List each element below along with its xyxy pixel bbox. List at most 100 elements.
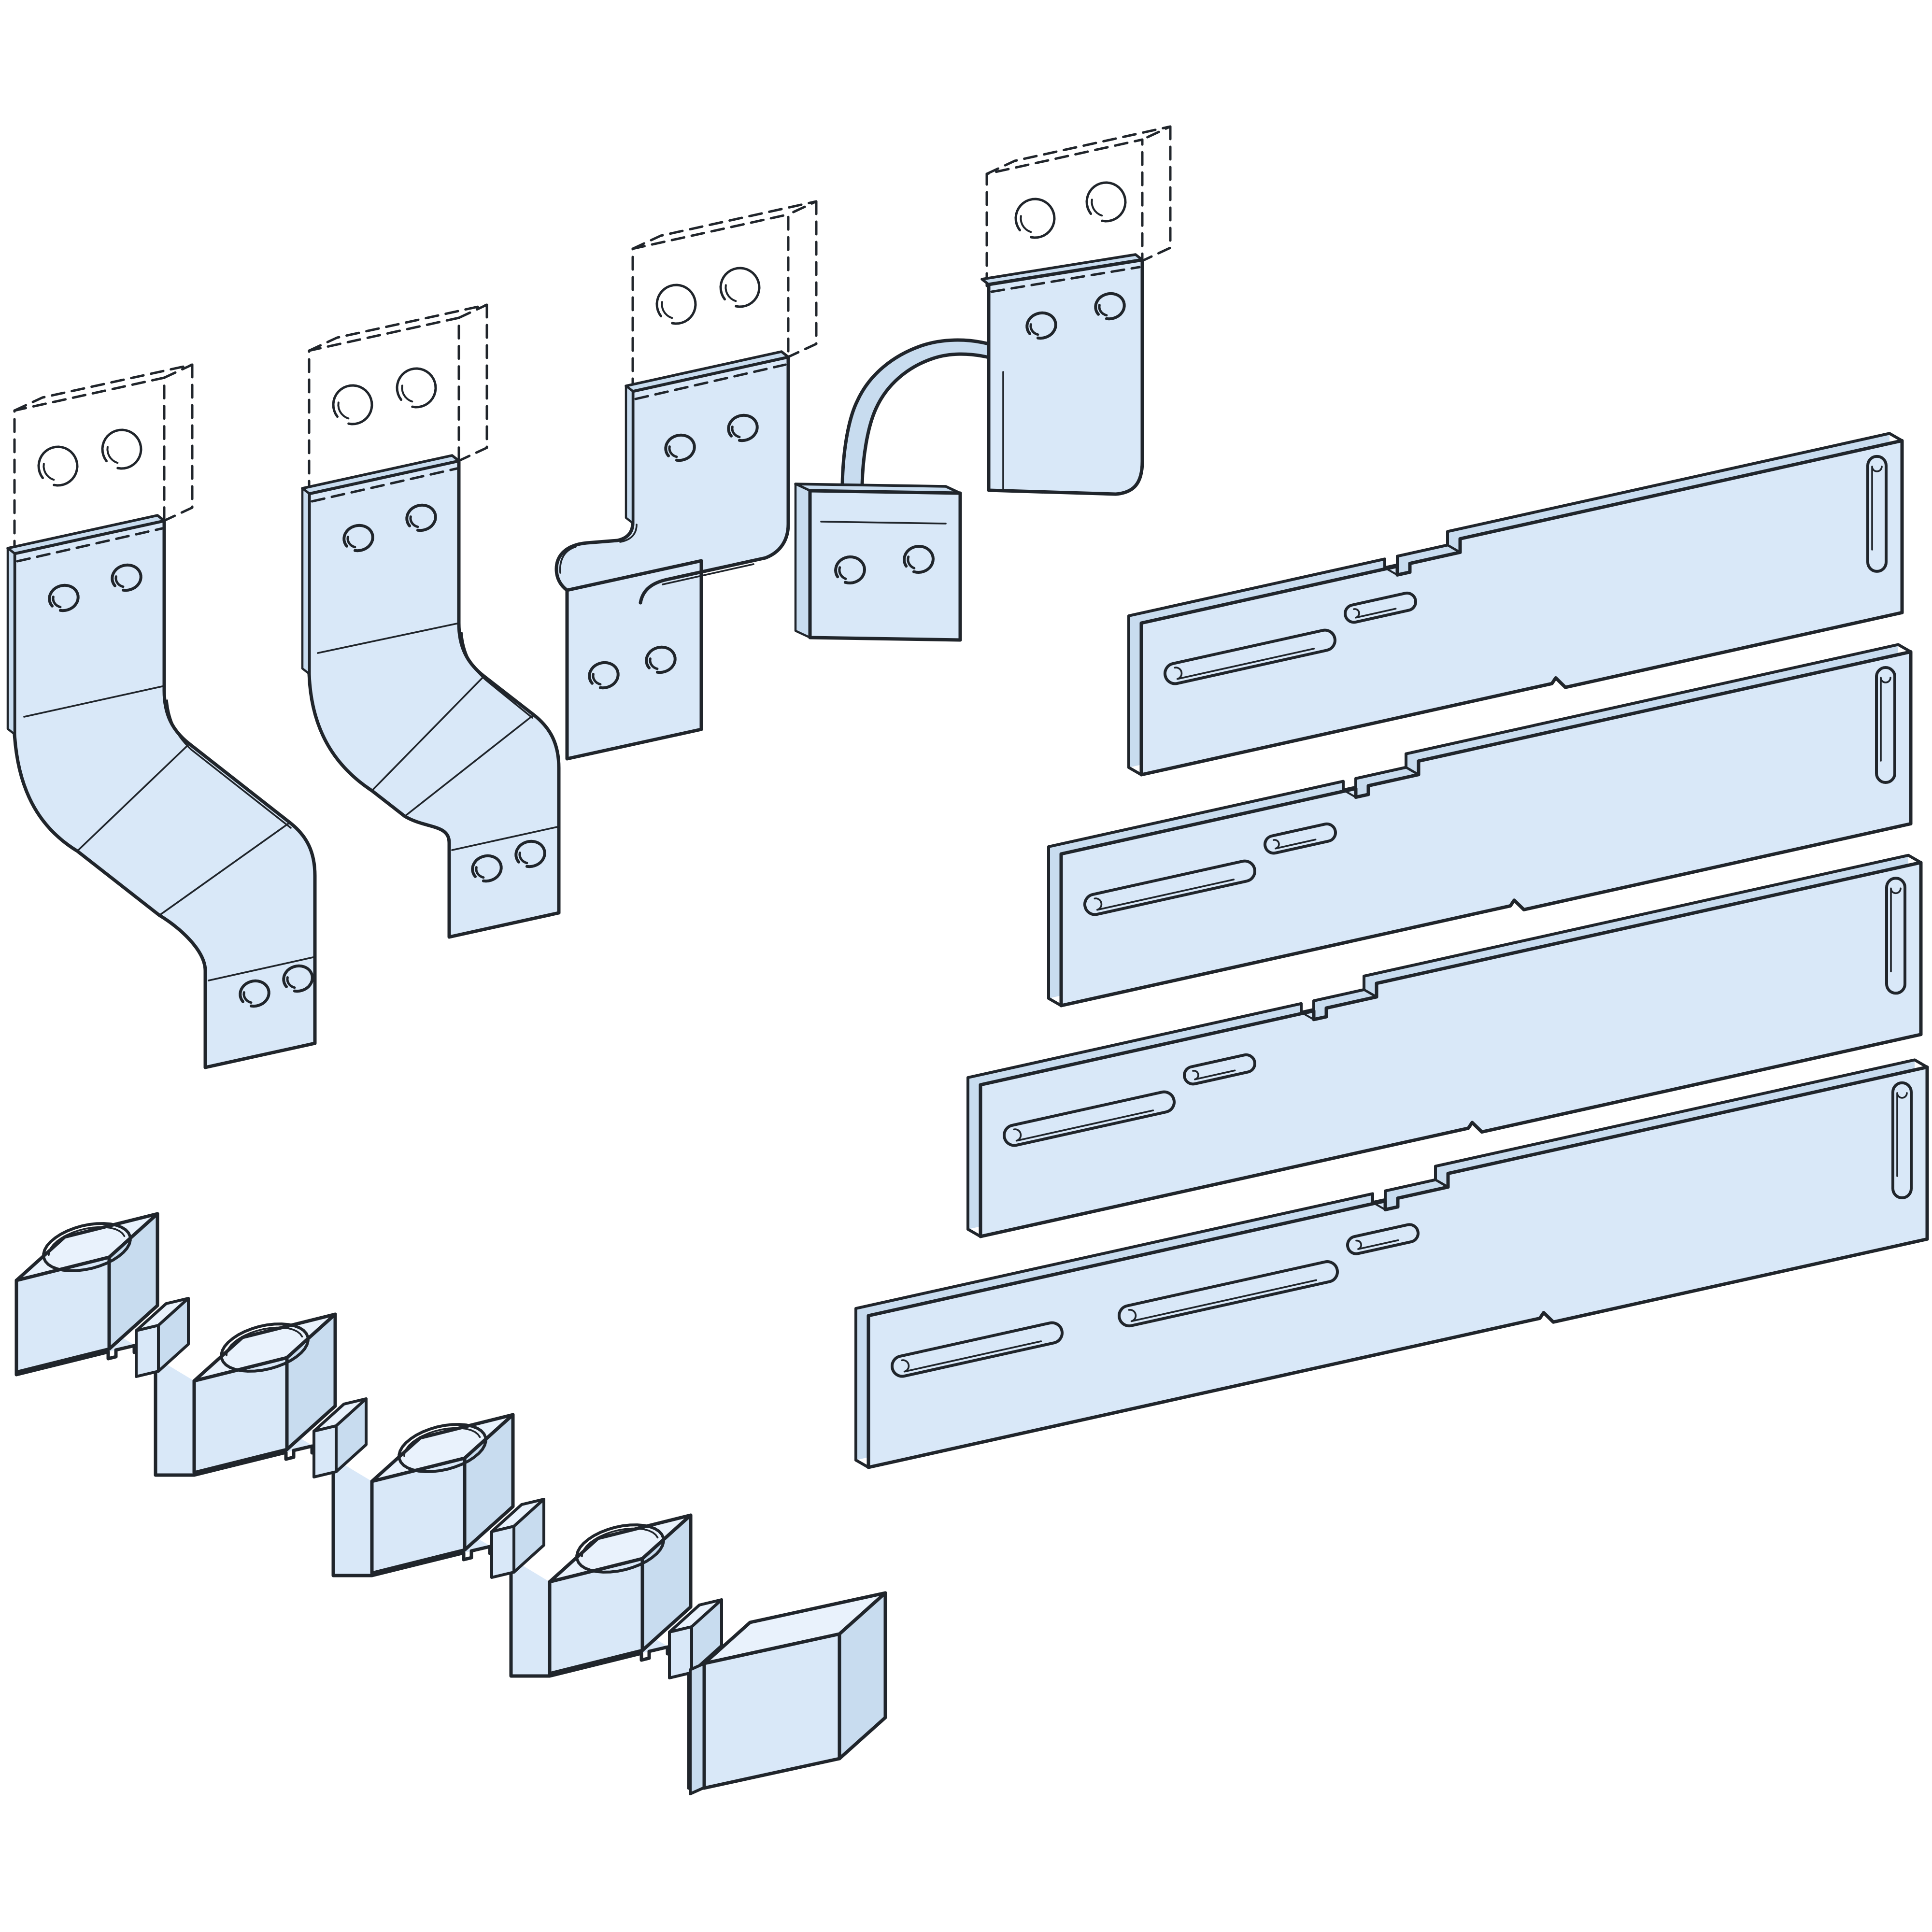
boss-front bbox=[192, 1356, 289, 1475]
bolt-hole-flash bbox=[346, 536, 356, 549]
ghost-depth bbox=[13, 363, 194, 522]
ghost-hole bbox=[1085, 181, 1127, 223]
link-bottom-plate bbox=[565, 559, 703, 761]
small-slot bbox=[1344, 591, 1417, 624]
pocket-ring bbox=[42, 1222, 132, 1272]
long-slot-inner bbox=[1013, 1109, 1154, 1142]
ghost-hole bbox=[655, 284, 697, 325]
long-slot bbox=[1083, 859, 1256, 916]
bolt-hole bbox=[282, 964, 314, 993]
bar-edge-face bbox=[1127, 432, 1904, 769]
link-left-edge-face bbox=[301, 487, 311, 675]
pocket-ring bbox=[575, 1523, 665, 1574]
bar-face bbox=[979, 861, 1923, 1238]
bend-line bbox=[208, 956, 314, 981]
edge-tick bbox=[1372, 1201, 1386, 1211]
bolt-hole bbox=[903, 545, 935, 574]
long-slot bbox=[1118, 1260, 1339, 1328]
small-slot-inner bbox=[1192, 1069, 1236, 1080]
ghost-hole-flash bbox=[1020, 215, 1032, 233]
ghost-hole bbox=[1014, 198, 1056, 239]
ghost-hole-flash bbox=[401, 384, 413, 403]
edge-tick bbox=[966, 1228, 982, 1238]
bend-line bbox=[371, 675, 485, 792]
ghost-outline bbox=[631, 213, 790, 393]
bolt-hole-flash bbox=[475, 866, 485, 879]
small-slot bbox=[1346, 1223, 1420, 1255]
pocket-ring bbox=[398, 1423, 487, 1473]
boss-front bbox=[370, 1456, 467, 1575]
bolt-hole-flash bbox=[286, 976, 296, 989]
ghost-hole-flash bbox=[1091, 199, 1103, 217]
ghost-depth bbox=[308, 303, 488, 462]
bend-line bbox=[619, 524, 638, 543]
bolt-hole bbox=[471, 854, 503, 883]
long-slot-inner bbox=[901, 1340, 1042, 1373]
small-slot-inner bbox=[1355, 1239, 1399, 1250]
link-contour bbox=[631, 355, 790, 605]
bolt-hole bbox=[48, 583, 80, 612]
busbar-link-1 bbox=[6, 363, 317, 1069]
bolt-hole-flash bbox=[1029, 323, 1039, 336]
long-slot bbox=[1003, 1090, 1176, 1147]
link-left-edge-face bbox=[6, 547, 16, 736]
edge-tick bbox=[1047, 997, 1063, 1007]
link-body bbox=[13, 519, 317, 1069]
long-slot-inner bbox=[1174, 648, 1315, 680]
end-slot bbox=[1866, 455, 1888, 573]
link-body-fill bbox=[556, 357, 788, 642]
extension-bar-2 bbox=[1047, 643, 1913, 1008]
ghost-hole-flash bbox=[661, 301, 673, 319]
ghost-boundary-line bbox=[16, 527, 164, 563]
end-slot bbox=[1891, 1081, 1913, 1199]
bolt-hole-flash bbox=[114, 575, 125, 588]
link-top-plate bbox=[987, 258, 1144, 496]
bolt-hole-flash bbox=[242, 991, 253, 1004]
endblock-front bbox=[702, 1632, 841, 1790]
bolt-hole-flash bbox=[52, 596, 62, 609]
bolt-hole-flash bbox=[731, 426, 741, 439]
ghost-outline bbox=[308, 316, 460, 495]
ghost-outline bbox=[13, 376, 166, 555]
bolt-hole bbox=[727, 413, 759, 442]
bolt-hole bbox=[588, 661, 620, 690]
ghost-depth bbox=[985, 125, 1172, 262]
ghost-outline bbox=[985, 138, 1144, 287]
small-slot bbox=[1183, 1053, 1256, 1086]
extension-bar-3 bbox=[966, 853, 1923, 1238]
ghost-hole bbox=[719, 267, 761, 308]
ghost-hole-flash bbox=[43, 463, 55, 481]
ghost-hole-flash bbox=[106, 446, 119, 464]
ghost-boundary-line bbox=[990, 266, 1141, 293]
bend-line bbox=[820, 521, 947, 525]
rib-front bbox=[668, 1625, 693, 1679]
edge-tick bbox=[1384, 567, 1398, 576]
bar-face bbox=[1139, 439, 1904, 777]
long-slot bbox=[891, 1321, 1064, 1378]
bar-face bbox=[1059, 650, 1913, 1008]
bend-line bbox=[662, 563, 754, 585]
link-contour bbox=[554, 389, 635, 592]
ghost-boundary-line bbox=[634, 363, 787, 400]
long-slot bbox=[1164, 628, 1336, 685]
edge-tick bbox=[854, 1459, 870, 1469]
bolt-hole bbox=[514, 839, 546, 868]
web-edge-line bbox=[461, 632, 533, 719]
bolt-hole bbox=[1025, 311, 1057, 340]
bolt-hole-flash bbox=[907, 555, 916, 569]
bolt-hole-flash bbox=[409, 515, 419, 528]
bolt-hole-flash bbox=[838, 566, 847, 580]
pocket-rim bbox=[48, 1226, 126, 1256]
small-slot-inner bbox=[1273, 838, 1317, 850]
link-left-edge-face bbox=[625, 384, 634, 525]
busbar-link-4 bbox=[794, 125, 1172, 642]
pocket-rim bbox=[226, 1326, 303, 1357]
busbar-link-2 bbox=[301, 303, 561, 939]
rib-front bbox=[135, 1324, 160, 1378]
bolt-hole bbox=[834, 555, 866, 584]
edge-tick bbox=[1434, 1179, 1449, 1189]
bolt-hole-flash bbox=[668, 445, 678, 458]
rib-front bbox=[313, 1424, 338, 1478]
